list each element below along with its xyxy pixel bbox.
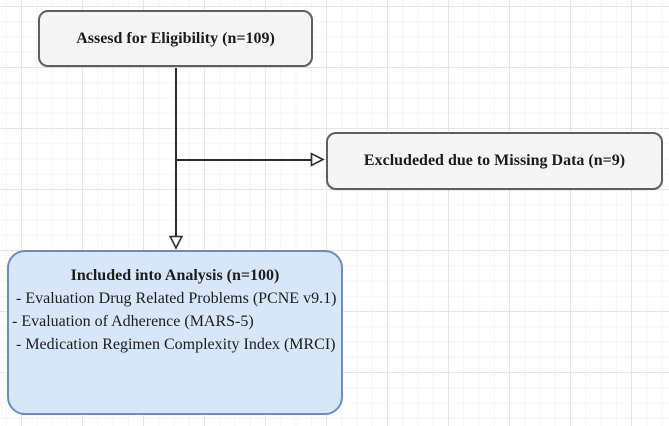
node-excluded[interactable]: Excludeded due to Missing Data (n=9): [326, 132, 663, 190]
analysis-item: - Evaluation of Adherence (MARS-5): [12, 313, 254, 330]
analysis-item: - Evaluation Drug Related Problems (PCNE…: [12, 290, 337, 307]
arrowhead-down-icon: [168, 235, 184, 250]
node-analysis[interactable]: Included into Analysis (n=100) - Evaluat…: [7, 250, 343, 415]
arrow-branch-to-excluded[interactable]: [176, 152, 325, 167]
arrowhead-right-icon: [310, 152, 325, 167]
node-eligibility[interactable]: Assesd for Eligibility (n=109): [38, 10, 313, 67]
analysis-item: - Medication Regimen Complexity Index (M…: [12, 336, 336, 353]
analysis-title: Included into Analysis (n=100): [70, 267, 280, 284]
node-excluded-label: Excludeded due to Missing Data (n=9): [363, 152, 626, 169]
arrow-eligibility-to-analysis[interactable]: [168, 68, 184, 250]
node-eligibility-label: Assesd for Eligibility (n=109): [76, 29, 275, 47]
